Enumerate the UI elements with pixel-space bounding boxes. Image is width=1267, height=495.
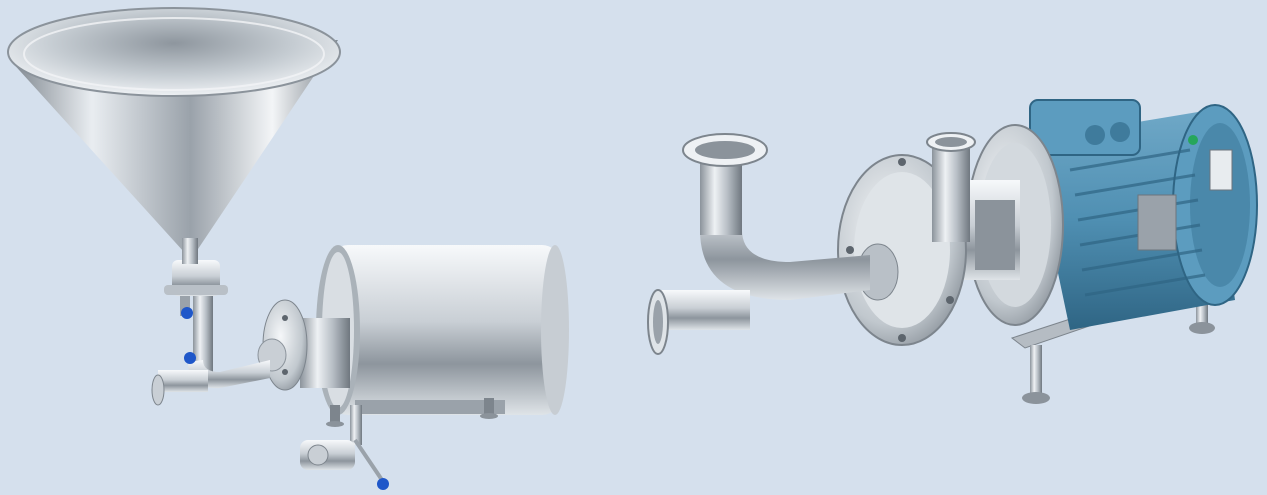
centrifugal-pump-with-motor bbox=[647, 99, 1258, 404]
logo-icon bbox=[1188, 135, 1198, 145]
hopper-cone bbox=[7, 7, 341, 264]
pump-inlet-elbow bbox=[647, 133, 870, 355]
inlet-pipework bbox=[151, 295, 270, 406]
valve-knob bbox=[181, 307, 193, 319]
valve-knob bbox=[184, 352, 196, 364]
outlet-valve bbox=[300, 405, 389, 490]
pump-outlet bbox=[926, 132, 976, 242]
pump-head bbox=[257, 299, 350, 391]
hopper-valve bbox=[164, 260, 228, 364]
pump-shroud bbox=[316, 245, 569, 427]
pump-casing bbox=[837, 154, 967, 346]
valve-knob bbox=[377, 478, 389, 490]
motor-flange bbox=[940, 124, 1064, 326]
electric-motor bbox=[1029, 99, 1258, 330]
hopper-mixer-pump bbox=[7, 7, 569, 490]
